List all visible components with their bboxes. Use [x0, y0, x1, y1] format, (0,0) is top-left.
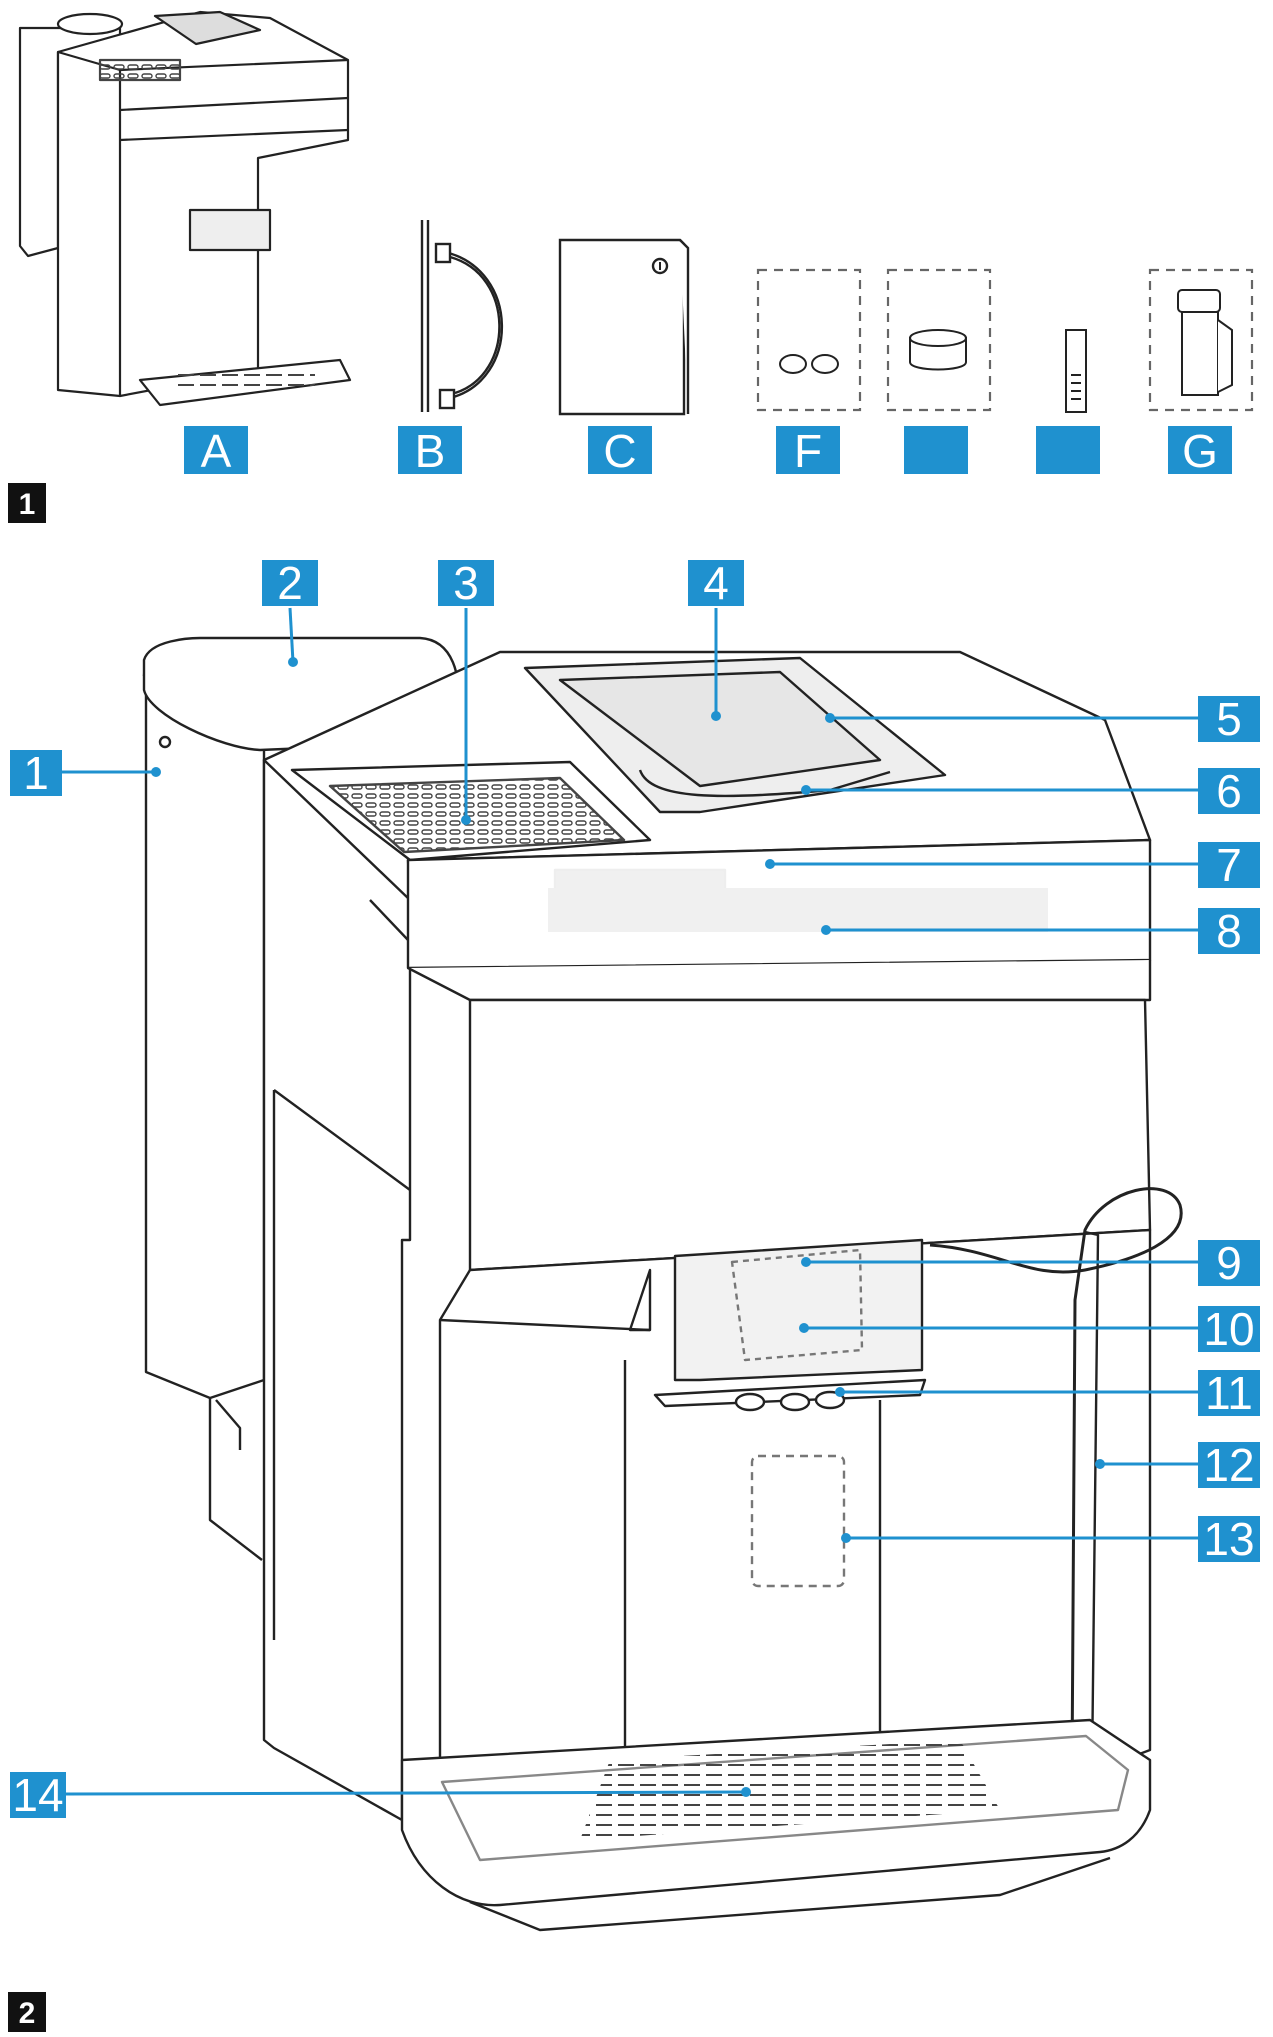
water-filter [1177, 289, 1233, 396]
callout-label-controls: 7 [1216, 839, 1242, 891]
callout-display: 8 [821, 905, 1260, 957]
callout-dot-spouts [835, 1387, 845, 1397]
callout-bean-container: 5 [825, 693, 1260, 745]
callout-drink-outlet: 10 [799, 1303, 1260, 1355]
callout-line-water-tank-lid [288, 607, 295, 663]
callout-badge-display [1198, 908, 1260, 954]
callout-label-drink-outlet-cover: 9 [1216, 1237, 1242, 1289]
main-machine [142, 636, 1183, 1932]
callout-dot-bean-container [825, 713, 835, 723]
callout-label-drink-outlet: 10 [1203, 1303, 1254, 1355]
section-badge-1: 1 [8, 483, 46, 523]
callout-label-bean-container-lid: 4 [703, 557, 729, 609]
callout-label-bean-container: 5 [1216, 693, 1242, 745]
water-tank-body [144, 672, 266, 1400]
accessory-badge-descaler [904, 426, 968, 474]
callout-controls: 7 [765, 839, 1260, 891]
svg-text:2: 2 [19, 1997, 36, 2030]
callout-label-cup-warmer: 3 [453, 557, 479, 609]
callout-badge-bean-container-lid [688, 560, 744, 606]
callout-drink-outlet-cover: 9 [801, 1237, 1260, 1289]
callout-badge-type-plate [1198, 1516, 1260, 1562]
callout-spouts: 11 [835, 1367, 1260, 1419]
accessory-label-tablets: F [794, 425, 822, 477]
callout-label-ground-coffee-chute: 6 [1216, 765, 1242, 817]
accessory-badge-tablets: F [776, 425, 840, 477]
callout-dot-drink-outlet-cover [801, 1257, 811, 1267]
callout-label-water-tank: 1 [23, 747, 49, 799]
callout-badge-water-tank-lid [262, 560, 318, 606]
accessory-boxes [756, 268, 1254, 412]
callout-milk-pipe: 12 [1095, 1439, 1260, 1491]
callout-type-plate: 13 [841, 1513, 1260, 1565]
accessory-label-water-filter: G [1182, 425, 1218, 477]
callout-dot-ground-coffee-chute [801, 785, 811, 795]
callout-water-tank: 1 [10, 747, 161, 799]
callout-badge-drip-tray [10, 1772, 66, 1818]
callout-badge-cup-warmer [438, 560, 494, 606]
callout-cup-warmer: 3 [438, 557, 494, 825]
callout-badge-milk-pipe [1198, 1442, 1260, 1488]
callout-badge-water-tank [10, 750, 62, 796]
accessory-badge-test-strip [1036, 426, 1100, 474]
test-strip [1065, 329, 1087, 413]
callout-dot-drink-outlet [799, 1323, 809, 1333]
accessory-label-manual: C [603, 425, 636, 477]
callout-badge-bean-container [1198, 696, 1260, 742]
callout-label-milk-pipe: 12 [1203, 1439, 1254, 1491]
callout-dot-bean-container-lid [711, 711, 721, 721]
callout-badge-spouts [1198, 1370, 1260, 1416]
callout-dot-milk-pipe [1095, 1459, 1105, 1469]
callout-dot-controls [765, 859, 775, 869]
callout-label-drip-tray: 14 [12, 1769, 63, 1821]
callout-label-display: 8 [1216, 905, 1242, 957]
callout-dot-drip-tray [741, 1787, 751, 1797]
callout-badge-drink-outlet [1198, 1306, 1260, 1352]
callout-badge-ground-coffee-chute [1198, 768, 1260, 814]
accessory-label-machine: A [201, 425, 232, 477]
milk-tube-drawing [420, 220, 503, 412]
callout-dot-display [821, 925, 831, 935]
drink-outlet-shape [673, 1238, 924, 1382]
svg-text:1: 1 [19, 488, 36, 521]
callout-badge-controls [1198, 842, 1260, 888]
accessory-badge-machine: A [184, 425, 248, 477]
callout-ground-coffee-chute: 6 [801, 765, 1260, 817]
milk-pipe-shape [929, 1187, 1183, 1771]
callout-dot-cup-warmer [461, 815, 471, 825]
callout-badge-drink-outlet-cover [1198, 1240, 1260, 1286]
callout-dot-type-plate [841, 1533, 851, 1543]
callout-water-tank-lid: 2 [262, 557, 318, 667]
callout-label-water-tank-lid: 2 [277, 557, 303, 609]
callout-bean-container-lid: 4 [688, 557, 744, 721]
manual-booklet [558, 238, 690, 416]
section-badge-2: 2 [8, 1992, 46, 2032]
callout-label-type-plate: 13 [1203, 1513, 1254, 1565]
accessory-badge-water-filter: G [1168, 425, 1232, 477]
cleaning-tablets [779, 354, 839, 374]
accessory-label-milk-tube: B [415, 425, 446, 477]
callout-dot-water-tank-lid [288, 657, 298, 667]
callout-drip-tray: 14 [10, 1769, 751, 1821]
accessory-badge-milk-tube: B [398, 425, 462, 477]
small-coffee-machine [18, 10, 352, 407]
callout-dot-water-tank [151, 767, 161, 777]
accessory-badge-manual: C [588, 425, 652, 477]
callout-line-drip-tray [65, 1790, 747, 1796]
descaling-tablet [909, 329, 967, 371]
callout-label-spouts: 11 [1205, 1367, 1253, 1419]
